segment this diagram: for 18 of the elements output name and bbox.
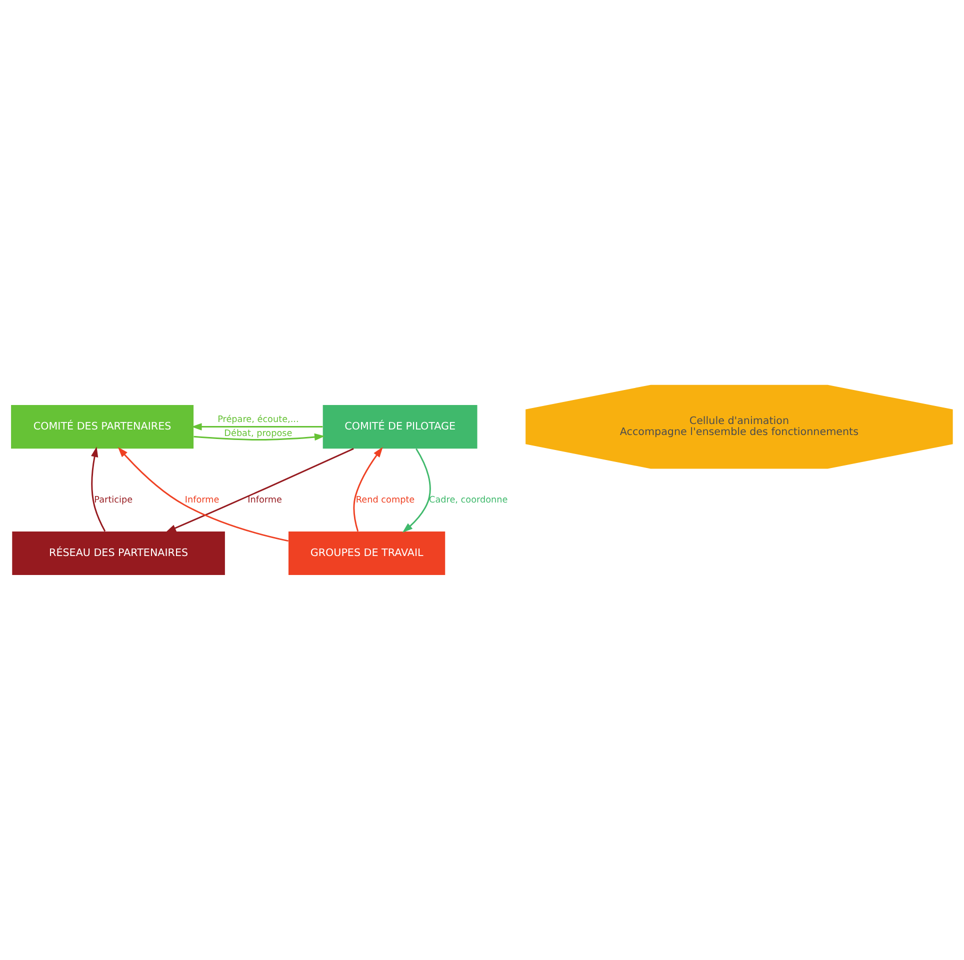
arrow: [118, 447, 288, 542]
node-box: COMITÉ DES PARTENAIRES: [11, 405, 194, 449]
node-box: RÉSEAU DES PARTENAIRES: [12, 531, 225, 576]
arrow: [194, 433, 325, 441]
arrow: [191, 423, 323, 430]
arrow: [353, 446, 383, 532]
edge-label: Prépare, écoute,...: [218, 415, 299, 426]
edge-label: Rend compte: [356, 495, 415, 506]
arrow: [402, 448, 431, 533]
edge-label: Débat, propose: [224, 429, 292, 440]
edge-label: Informe: [248, 495, 282, 506]
edge-label: Cadre, coordonne: [429, 495, 508, 506]
node-box: GROUPES DE TRAVAIL: [288, 531, 446, 576]
edge-label: Informe: [184, 495, 220, 506]
arrow: [166, 448, 354, 532]
node-box: COMITÉ DE PILOTAGE: [322, 405, 478, 449]
edge-label: Participe: [94, 495, 133, 506]
arrow: [91, 446, 106, 532]
